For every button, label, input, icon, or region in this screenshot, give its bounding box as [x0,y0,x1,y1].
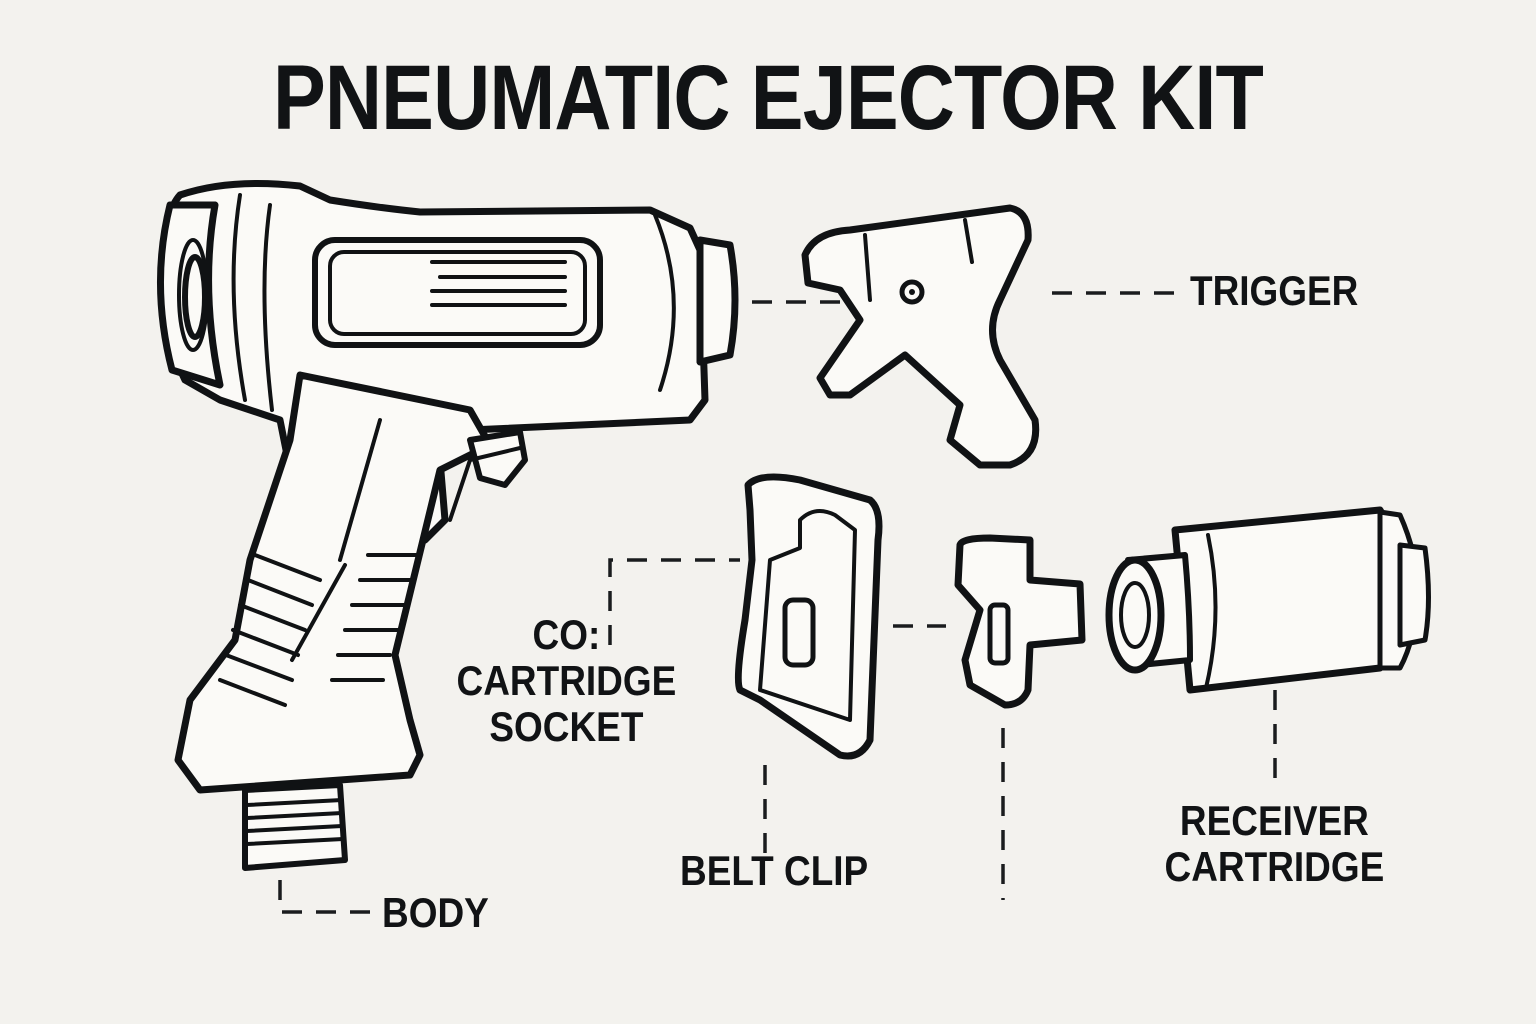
label-co2-line3: SOCKET [489,703,644,750]
label-co2-line1: CO: [532,611,601,658]
belt-clip-part [734,473,883,760]
label-receiver-cartridge: RECEIVER CARTRIDGE [1160,798,1389,890]
leader-lines [278,291,1277,914]
label-belt-clip: BELT CLIP [680,847,869,894]
label-receiver-line1: RECEIVER [1179,797,1369,844]
label-receiver-line2: CARTRIDGE [1164,843,1385,890]
label-co2-cartridge-socket: CO: CARTRIDGE SOCKET [452,612,681,750]
adapter-part [954,534,1086,709]
label-co2-line2: CARTRIDGE [456,657,677,704]
trigger-part [801,204,1040,469]
diagram-title: PNEUMATIC EJECTOR KIT [272,47,1264,149]
body-part [156,179,739,871]
receiver-cartridge-part [1105,506,1431,694]
label-body: BODY [382,889,489,936]
label-trigger: TRIGGER [1190,267,1359,314]
